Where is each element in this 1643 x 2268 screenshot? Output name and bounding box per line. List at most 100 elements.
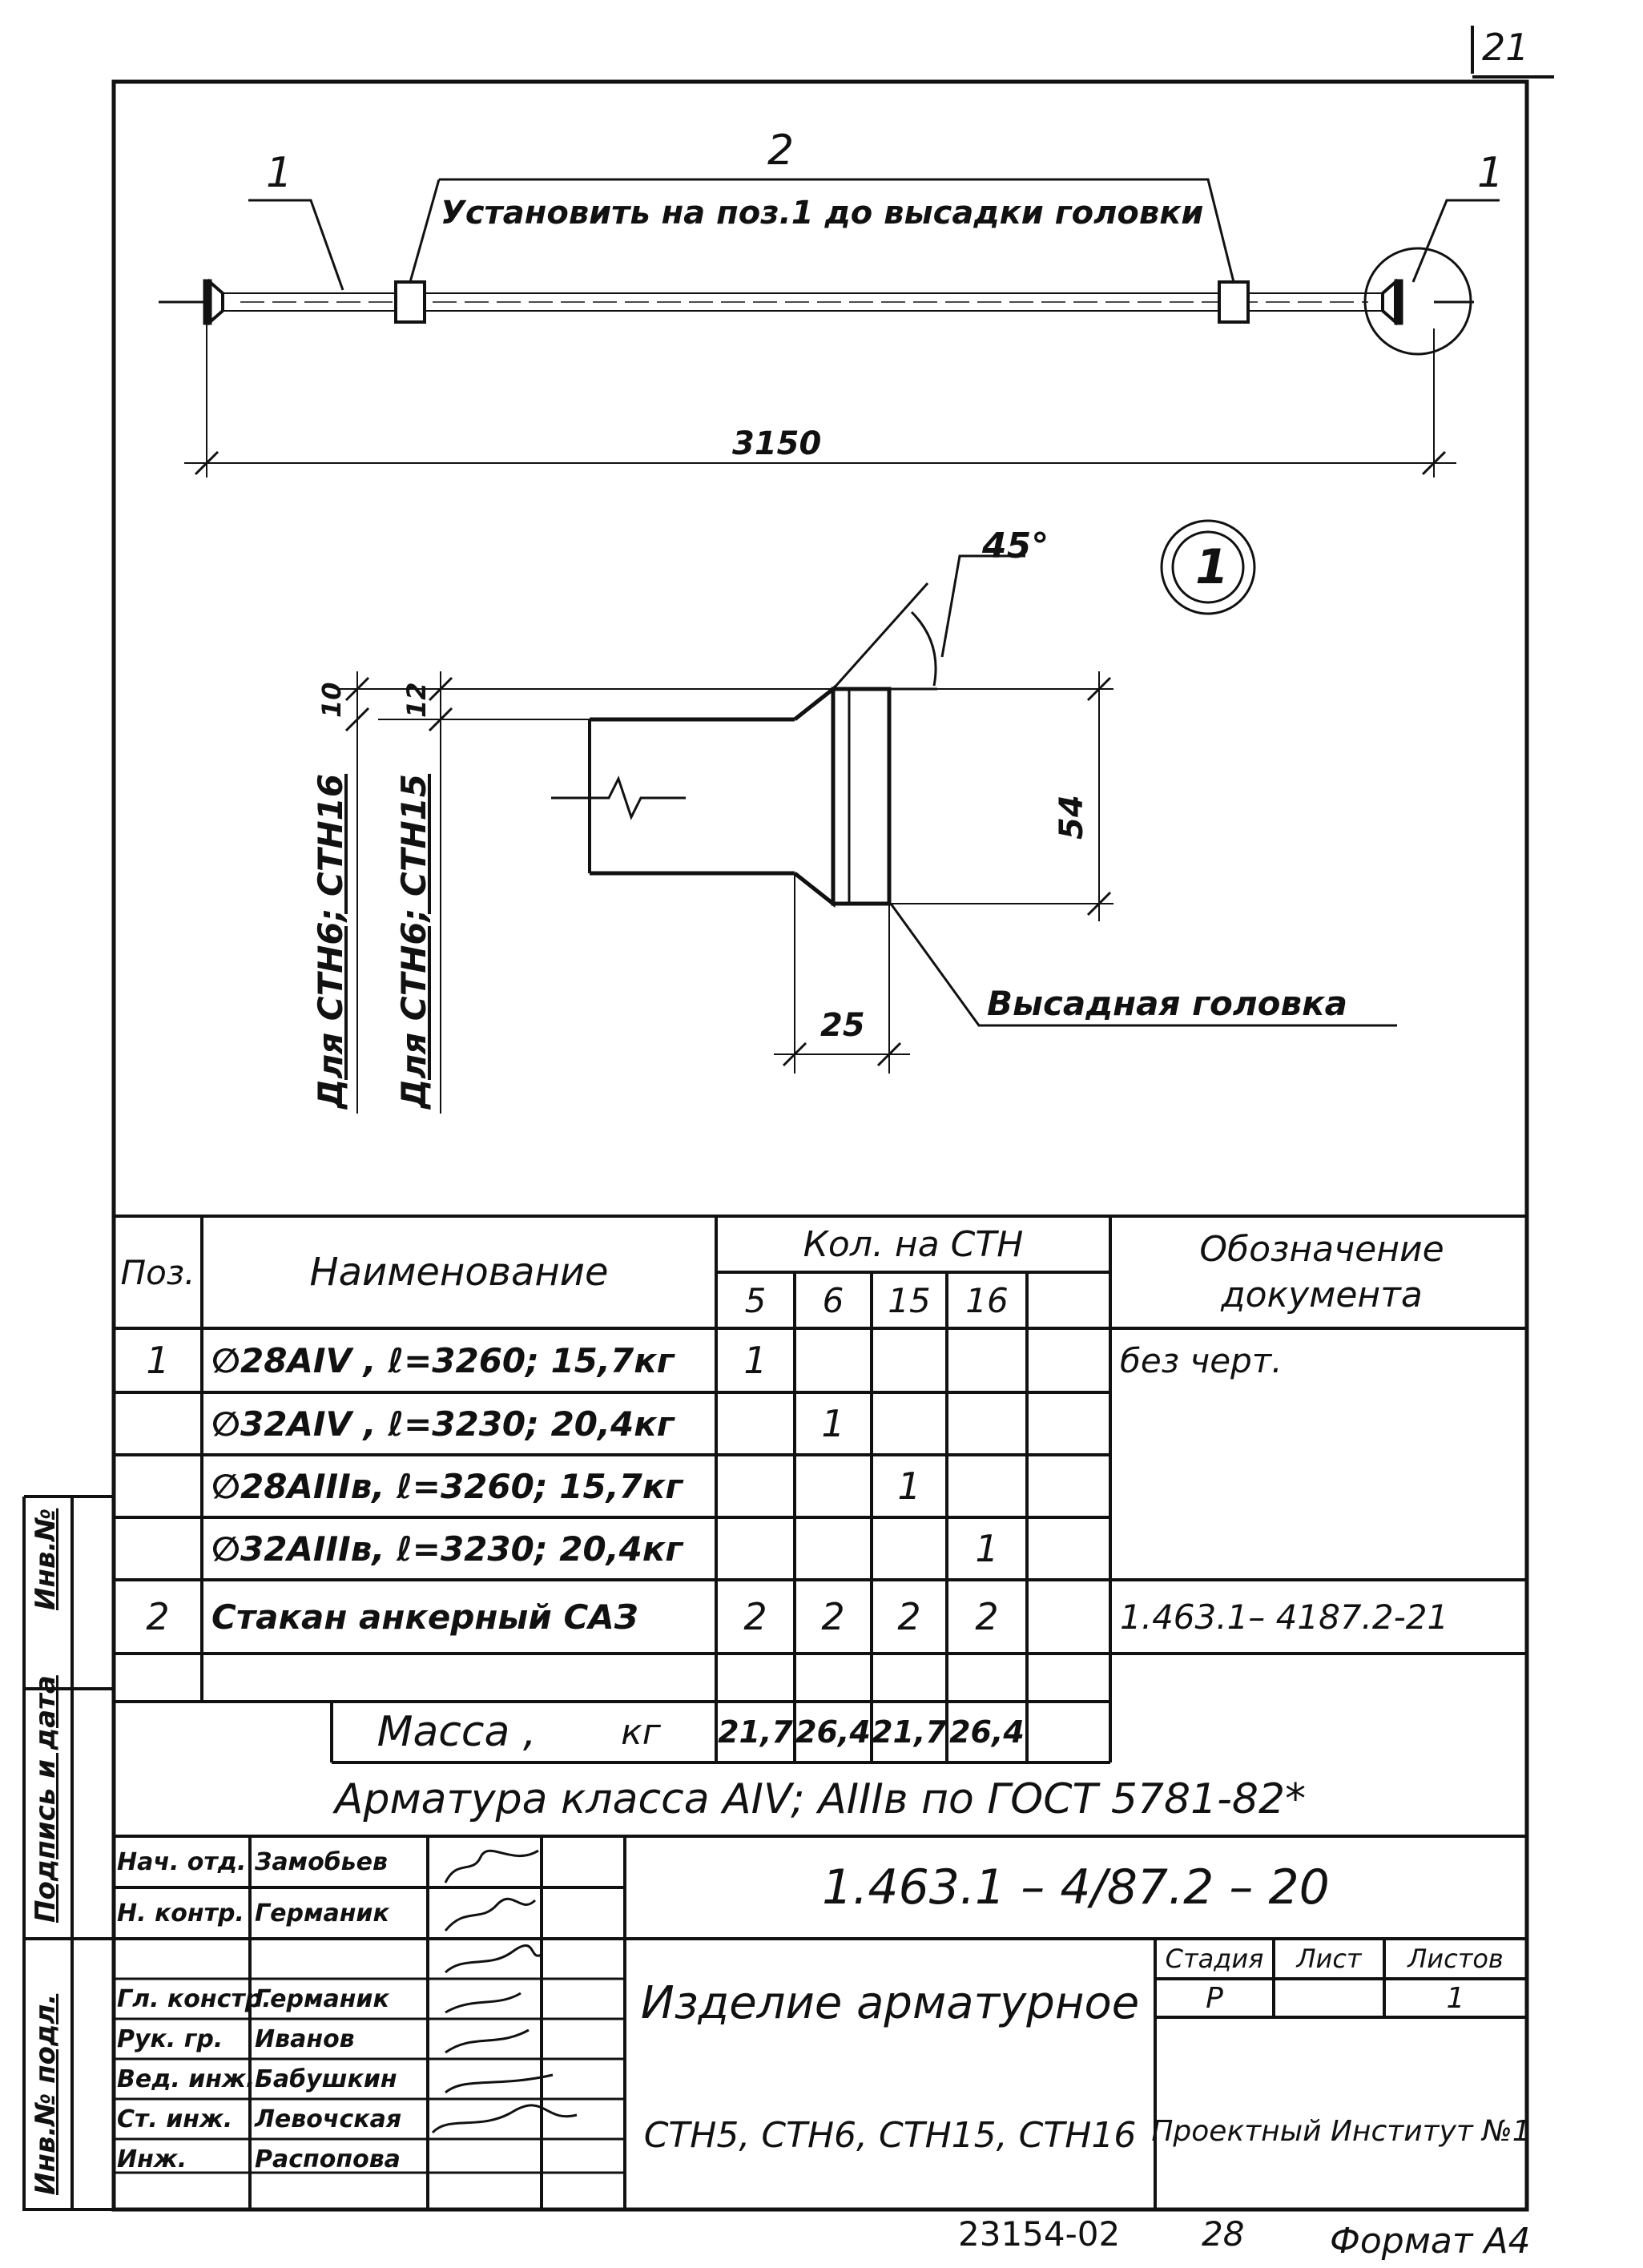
person-name: Иванов: [255, 2024, 355, 2053]
row-qty-cell: 1: [975, 1527, 999, 1570]
person-name: Замобьев: [255, 1847, 388, 1876]
signatures: [431, 1849, 578, 2134]
variant-label-1: Для СТН6; СТН16: [311, 773, 350, 1109]
header-pos: Поз.: [120, 1252, 195, 1292]
row-qty-cell: [872, 1654, 947, 1702]
reinforcement-note: Арматура класса АIV; АIIIв по ГОСТ 5781-…: [334, 1775, 1307, 1823]
row-doc: без черт.: [1120, 1340, 1283, 1380]
person-role: Гл. констр.: [117, 1984, 272, 2013]
dim-10: 10: [316, 682, 347, 718]
mass-col-5: 21,7: [718, 1714, 793, 1750]
person-name: Бабушкин: [255, 2065, 397, 2093]
row-qty-cell: 2: [821, 1595, 845, 1638]
row-qty-cell: [716, 1455, 795, 1517]
row-qty-cell: [947, 1392, 1027, 1455]
person-role: Инж.: [117, 2145, 187, 2173]
pos-label-right: 1: [1477, 149, 1504, 197]
row-qty-cell: [872, 1517, 947, 1580]
row-qty-cell: [795, 1455, 872, 1517]
row-doc: [1110, 1392, 1527, 1455]
row-qty-cell: [795, 1517, 872, 1580]
archive-number: 23154-02: [958, 2214, 1121, 2254]
row-qty-cell: [947, 1328, 1027, 1392]
pos-label-center: 2: [767, 127, 795, 175]
row-name: ∅32АIIIв, ℓ=3230; 20,4кг: [211, 1529, 683, 1569]
variant-label-2: Для СТН6; СТН15: [394, 773, 433, 1109]
header-qty-col-6: 6: [822, 1280, 844, 1320]
sheet-label: Лист: [1296, 1944, 1362, 1974]
sheet-number: 21: [1482, 26, 1529, 69]
row-qty-cell: [947, 1654, 1027, 1702]
person-role: Рук. гр.: [117, 2024, 223, 2053]
row-qty-cell: [872, 1328, 947, 1392]
header-qty-col-16: 16: [965, 1280, 1009, 1320]
margin-inv-orig: Инв.№ подл.: [30, 1993, 62, 2195]
header-qty-col-15: 15: [888, 1280, 931, 1320]
row-qty-cell: 1: [821, 1402, 845, 1445]
dim-12: 12: [401, 682, 432, 718]
row-name: [202, 1654, 716, 1702]
detail-marker-number: 1: [1195, 539, 1229, 595]
row-pos: 2: [146, 1595, 170, 1638]
row-qty-cell: [947, 1455, 1027, 1517]
stage-label: Стадия: [1165, 1944, 1264, 1974]
row-doc: 1.463.1– 4187.2-21: [1120, 1597, 1449, 1637]
person-role: Нач. отд.: [117, 1847, 247, 1876]
mass-col-16: 26,4: [949, 1714, 1025, 1750]
person-name: Распопова: [255, 2145, 401, 2173]
sheets-value: 1: [1446, 1981, 1465, 2015]
person-name: Германик: [255, 1984, 389, 2013]
dim-25: 25: [820, 1007, 865, 1044]
margin-inv-no: Инв.№: [30, 1508, 62, 1610]
dim-54: 54: [1053, 795, 1090, 840]
row-doc: [1110, 1455, 1527, 1517]
installation-note: Установить на поз.1 до высадки головки: [441, 195, 1204, 232]
person-role: Н. контр.: [117, 1899, 244, 1928]
header-qty-col-5: 5: [744, 1280, 767, 1320]
product-title: Изделие арматурное: [640, 1976, 1140, 2029]
organization: Проектный Институт №1: [1151, 2114, 1531, 2148]
row-qty-cell: 2: [975, 1595, 999, 1638]
row-name: Стакан анкерный САЗ: [211, 1597, 638, 1637]
row-qty-cell: [716, 1517, 795, 1580]
product-variants: СТН5, СТН6, СТН15, СТН16: [643, 2114, 1137, 2156]
row-qty-cell: [795, 1654, 872, 1702]
row-doc: [1110, 1517, 1527, 1580]
person-role: Вед. инж.: [117, 2065, 256, 2093]
row-qty-cell: [795, 1328, 872, 1392]
person-name: Левочская: [255, 2105, 402, 2133]
row-qty-cell: 1: [743, 1339, 767, 1382]
row-name: ∅32АIV , ℓ=3230; 20,4кг: [211, 1404, 675, 1444]
angle-dim: 45°: [982, 526, 1049, 566]
person-name: Германик: [255, 1899, 389, 1928]
header-doc: Обозначение документа: [1199, 1228, 1444, 1315]
mass-col-15: 21,7: [872, 1714, 947, 1750]
mass-unit: кг: [621, 1711, 661, 1753]
header-qty: Кол. на СТН: [803, 1223, 1024, 1265]
margin-sign-date: Подпись и дата: [30, 1675, 62, 1923]
row-pos: [114, 1455, 202, 1517]
head-label: Высадная головка: [987, 984, 1347, 1023]
page-number: 28: [1202, 2214, 1245, 2254]
drawing-code: 1.463.1 – 4/87.2 – 20: [822, 1859, 1330, 1916]
row-qty-cell: [716, 1654, 795, 1702]
mass-label: Масса ,: [377, 1708, 537, 1756]
row-qty-cell: [716, 1392, 795, 1455]
row-qty-cell: 2: [743, 1595, 767, 1638]
row-pos: 1: [146, 1339, 170, 1382]
paper-format: Формат А4: [1330, 2221, 1531, 2262]
row-pos: [114, 1654, 202, 1702]
sheets-label: Листов: [1407, 1944, 1504, 1974]
row-pos: [114, 1392, 202, 1455]
header-name: Наименование: [309, 1250, 609, 1295]
row-pos: [114, 1517, 202, 1580]
row-name: ∅28АIV , ℓ=3260; 15,7кг: [211, 1340, 675, 1380]
row-qty-cell: [872, 1392, 947, 1455]
row-name: ∅28АIIIв, ℓ=3260; 15,7кг: [211, 1466, 683, 1506]
pos-label-left: 1: [266, 149, 293, 197]
overall-length-dim: 3150: [732, 425, 822, 462]
row-doc: [1110, 1654, 1527, 1702]
sheet-value: [1274, 1979, 1384, 2017]
row-qty-cell: 2: [897, 1595, 921, 1638]
